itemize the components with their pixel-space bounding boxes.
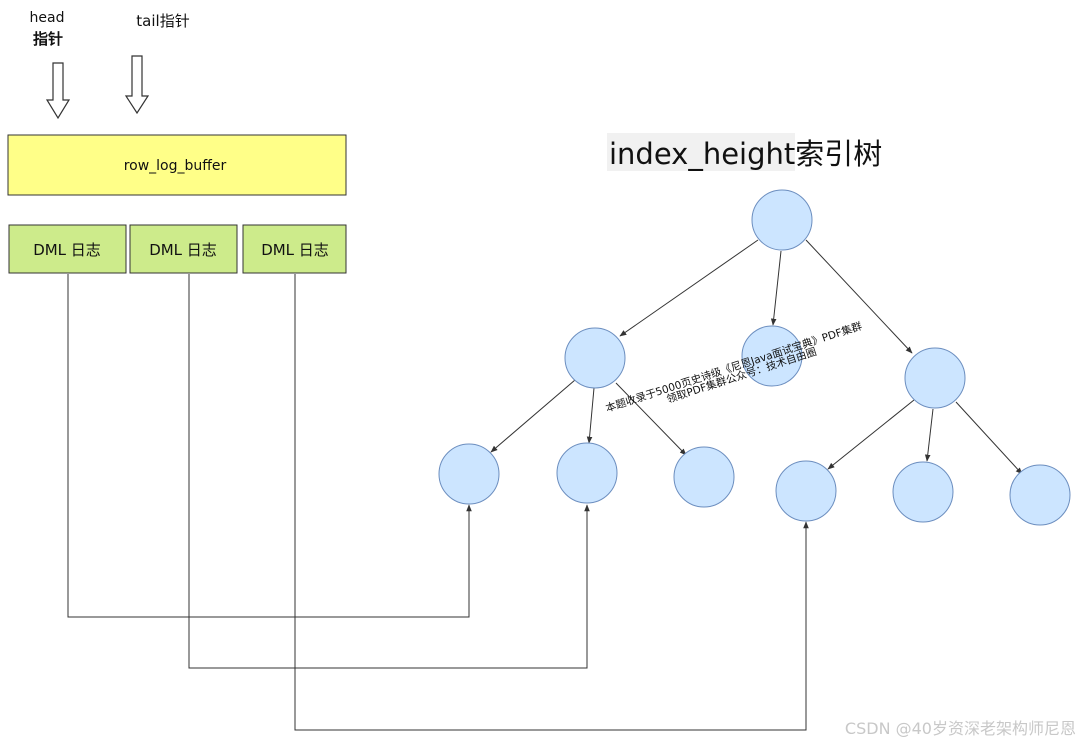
footer-credit: CSDN @40岁资深老架构师尼恩 (845, 719, 1076, 738)
edge-mid1-leaf2 (586, 387, 595, 444)
dml-log-box-2 (129, 224, 238, 274)
connector-log2-to-leaf2 (188, 274, 590, 669)
edge-mid3-leaf5 (924, 408, 934, 462)
tree-title-part1: index_height (609, 137, 795, 171)
row-log-buffer-label: row_log_buffer (124, 158, 227, 174)
dml-log-label-1: DML 日志 (33, 241, 101, 259)
watermark-line-1: 本题收录于5000页史诗级《尼恩Java面试宝典》PDF集群 (604, 319, 864, 415)
tree-node-leaf-6 (1009, 464, 1071, 526)
connector-log1-to-leaf1 (67, 274, 472, 618)
dml-log-box-1 (8, 224, 127, 274)
tree-node-mid-2 (741, 325, 803, 387)
dml-log-box-3 (242, 224, 347, 274)
edge-mid3-leaf6 (955, 401, 1023, 475)
tree-node-leaf-5 (892, 461, 954, 523)
tree-node-root (751, 189, 813, 251)
tree-node-leaf-3 (673, 446, 735, 508)
tree-node-leaf-4 (775, 460, 837, 522)
tree-title: index_height索引树 (609, 137, 882, 171)
tree-title-highlight (607, 133, 795, 171)
dml-log-label-2: DML 日志 (149, 241, 217, 259)
edge-mid1-leaf1 (490, 379, 576, 453)
tree-node-leaf-2 (556, 442, 618, 504)
tail-pointer-label: tail指针 (136, 12, 189, 30)
edge-root-mid2 (770, 250, 782, 326)
head-pointer-arrow (45, 62, 71, 120)
dml-log-label-3: DML 日志 (261, 241, 329, 259)
tree-node-mid-3 (904, 347, 966, 409)
tree-title-part2: 索引树 (795, 137, 882, 171)
head-pointer-label: head (30, 10, 65, 26)
tree-node-mid-1 (564, 327, 626, 389)
edge-mid1-leaf3 (615, 382, 687, 456)
head-pointer-label-cn: 指针 (33, 30, 63, 48)
connector-log3-to-leaf4 (294, 274, 809, 731)
tail-pointer-arrow (124, 55, 150, 115)
edge-root-mid3 (805, 239, 913, 354)
edge-mid3-leaf4 (827, 399, 915, 470)
edge-root-mid1 (619, 239, 759, 337)
row-log-buffer (7, 134, 347, 196)
tree-node-leaf-1 (438, 443, 500, 505)
